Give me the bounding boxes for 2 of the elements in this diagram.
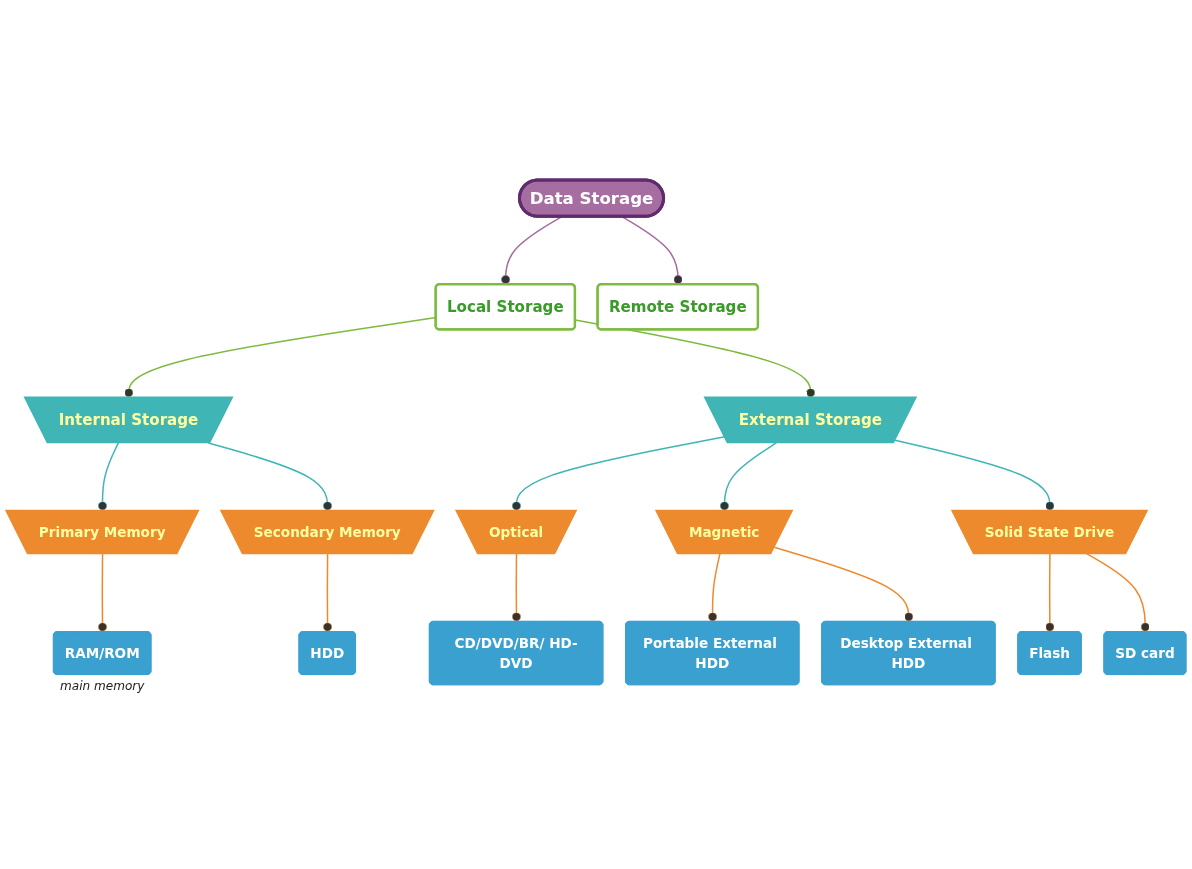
node-note: main memory [60,678,145,693]
connector [773,546,914,623]
